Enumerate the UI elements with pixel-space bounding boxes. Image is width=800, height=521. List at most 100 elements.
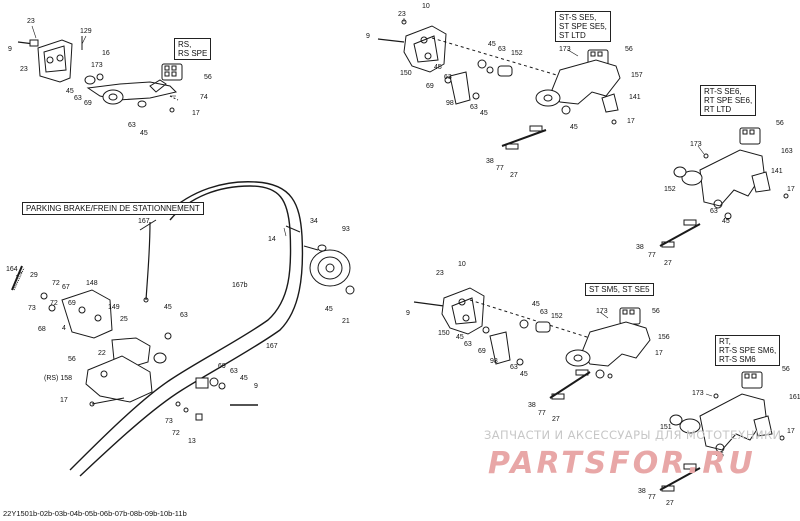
assembly-st-s-se5 [377, 19, 621, 150]
callout: 23 [20, 66, 28, 73]
callout: 56 [625, 46, 633, 53]
callout: 173 [559, 46, 571, 53]
callout: 17 [655, 350, 663, 357]
label-rt-s-se6: RT-S SE6, RT SPE SE6, RT LTD [700, 85, 757, 116]
callout: 63 [710, 208, 718, 215]
callout: 167 [138, 218, 150, 225]
callout: 68 [38, 326, 46, 333]
callout: 45 [570, 124, 578, 131]
callout: 63 [444, 74, 452, 81]
callout: 152 [664, 186, 676, 193]
callout: 74 [200, 94, 208, 101]
callout: 98 [446, 100, 454, 107]
callout: 45 [716, 452, 724, 459]
callout: 77 [648, 494, 656, 501]
callout: 16 [102, 50, 110, 57]
callout: 17 [627, 118, 635, 125]
callout: 150 [438, 330, 450, 337]
callout: 45 [456, 334, 464, 341]
assembly-parking-brake [11, 181, 355, 477]
callout: 73 [165, 418, 173, 425]
callout: 152 [511, 50, 523, 57]
callout: 45 [434, 64, 442, 71]
callout: 69 [68, 300, 76, 307]
callout: 45 [140, 130, 148, 137]
callout: 63 [498, 46, 506, 53]
callout: 27 [664, 260, 672, 267]
callout: 150 [400, 70, 412, 77]
callout: 69 [218, 363, 226, 370]
callout: 13 [188, 438, 196, 445]
callout: 129 [80, 28, 92, 35]
callout: 10 [458, 261, 466, 268]
callout: 63 [470, 104, 478, 111]
callout: 9 [254, 383, 258, 390]
callout: 152 [551, 313, 563, 320]
callout: 73 [28, 305, 36, 312]
callout: 141 [629, 94, 641, 101]
callout: 27 [552, 416, 560, 423]
callout: 45 [325, 306, 333, 313]
callout: 45 [164, 304, 172, 311]
callout: 17 [60, 397, 68, 404]
callout: 173 [91, 62, 103, 69]
watermark-logo: PARTSFOR.RU [488, 447, 756, 477]
callout: 29 [30, 272, 38, 279]
callout: 34 [310, 218, 318, 225]
callout: 9 [366, 33, 370, 40]
callout: 173 [692, 390, 704, 397]
callout: 22 [98, 350, 106, 357]
callout: 10 [422, 3, 430, 10]
callout: 141 [771, 168, 783, 175]
label-st-s-se5: ST-S SE5, ST SPE SE5, ST LTD [555, 11, 611, 42]
callout: 173 [596, 308, 608, 315]
label-rs: RS, RS SPE [174, 38, 212, 60]
callout: 77 [538, 410, 546, 417]
callout: 9 [8, 46, 12, 53]
callout: 56 [68, 356, 76, 363]
callout: 63 [74, 95, 82, 102]
assembly-rt-s-se6 [659, 127, 789, 248]
callout: 17 [787, 186, 795, 193]
callout: 45 [520, 371, 528, 378]
callout: 23 [436, 270, 444, 277]
diagram-code: 22Y1501b-02b-03b-04b-05b-06b-07b-08b-09b… [3, 509, 187, 518]
callout: 9 [406, 310, 410, 317]
callout: 45 [66, 88, 74, 95]
callout: 63 [180, 312, 188, 319]
svg-text:PARTSFOR.RU: PARTSFOR.RU [488, 447, 756, 477]
callout: 167 [266, 343, 278, 350]
callout: 38 [486, 158, 494, 165]
callout: 17 [192, 110, 200, 117]
callout: 156 [658, 334, 670, 341]
callout: 14 [268, 236, 276, 243]
callout: 45 [722, 218, 730, 225]
callout: 67 [62, 284, 70, 291]
callout: 27 [666, 500, 674, 507]
label-rs-158: (RS) 158 [44, 375, 73, 382]
callout: 56 [776, 120, 784, 127]
watermark-tagline: ЗАПЧАСТИ И АКСЕССУАРЫ ДЛЯ МОТОТЕХНИКИ [484, 428, 782, 442]
callout: 63 [230, 368, 238, 375]
label-rt-sm6: RT, RT-S SPE SM6, RT-S SM6 [715, 335, 781, 366]
callout: 25 [120, 316, 128, 323]
callout: 63 [464, 341, 472, 348]
assembly-st-sm5 [413, 287, 651, 400]
callout: 69 [478, 348, 486, 355]
callout: 77 [648, 252, 656, 259]
callout: 45 [532, 301, 540, 308]
callout: 23 [398, 11, 406, 18]
callout: 38 [638, 488, 646, 495]
callout: 149 [108, 304, 120, 311]
callout: 93 [342, 226, 350, 233]
callout: 17 [787, 428, 795, 435]
callout: 23 [27, 18, 35, 25]
callout: 161 [789, 394, 800, 401]
assembly-rs [17, 36, 183, 113]
callout: 148 [86, 280, 98, 287]
callout: 72 [172, 430, 180, 437]
callout: 56 [652, 308, 660, 315]
callout: 72 [50, 300, 58, 307]
callout: 69 [426, 83, 434, 90]
